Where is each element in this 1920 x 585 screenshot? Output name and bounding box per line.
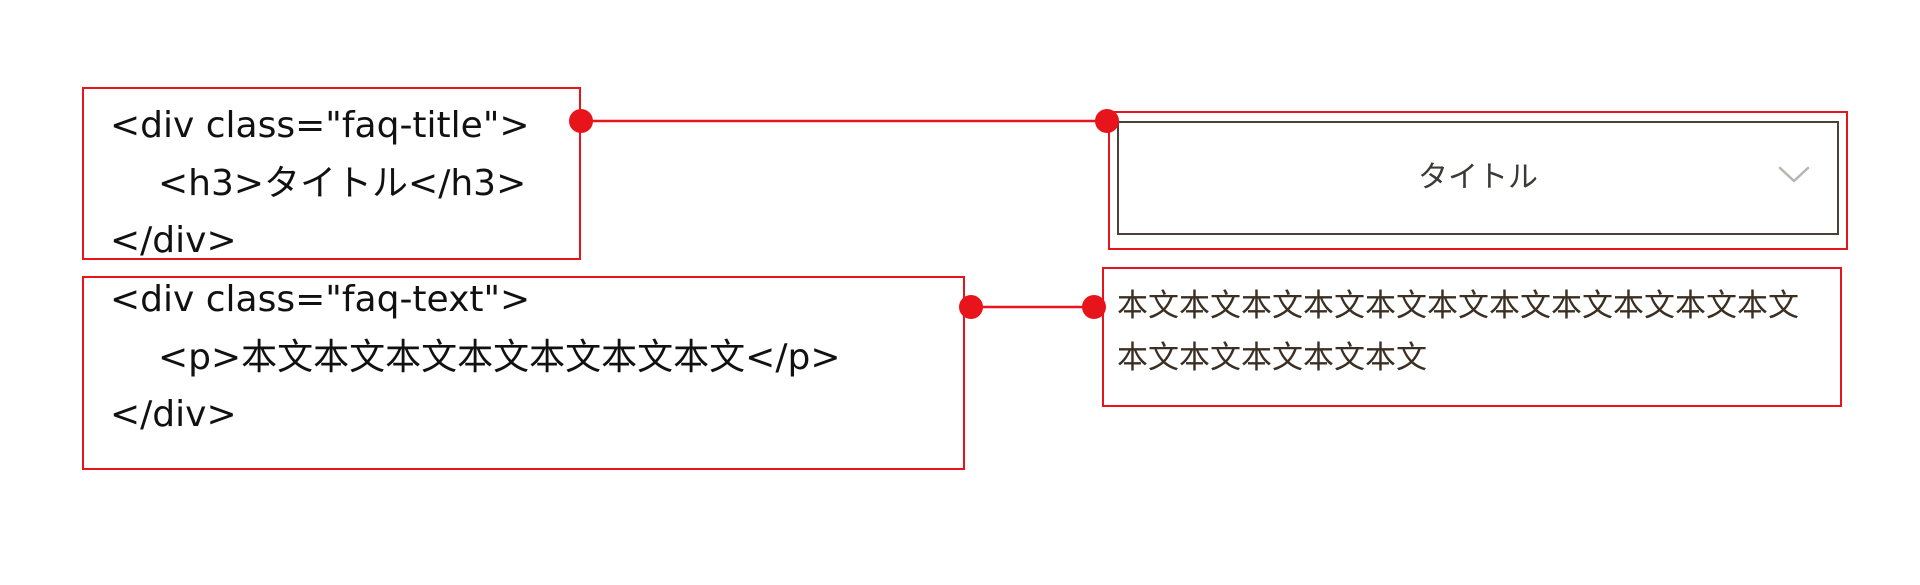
code-box-faq-text (82, 276, 965, 470)
connector-title (569, 109, 1119, 133)
faq-body-line: 本文本文本文本文本文本文本文本文本文本文本文 (1117, 288, 1799, 324)
faq-body-line: 本文本文本文本文本文 (1117, 340, 1427, 376)
faq-title-card[interactable]: タイトル (1117, 121, 1839, 235)
code-line-h3: <h3>タイトル</h3> (158, 163, 527, 204)
code-line-open-div: <div class="faq-title"> (110, 105, 530, 146)
code-line-open-div: <div class="faq-text"> (110, 279, 531, 320)
code-line-close-div: </div> (110, 394, 237, 435)
preview-box-text (1102, 267, 1842, 407)
code-line-p: <p>本文本文本文本文本文本文本文</p> (158, 337, 841, 378)
code-line-close-div: </div> (110, 220, 237, 261)
chevron-down-icon (1778, 166, 1810, 183)
faq-body-text: 本文本文本文本文本文本文本文本文本文本文本文 本文本文本文本文本文 (1117, 280, 1837, 384)
preview-box-title (1108, 111, 1848, 250)
faq-title-text: タイトル (1418, 160, 1538, 195)
code-box-faq-title (82, 87, 581, 260)
connector-text (959, 295, 1106, 319)
